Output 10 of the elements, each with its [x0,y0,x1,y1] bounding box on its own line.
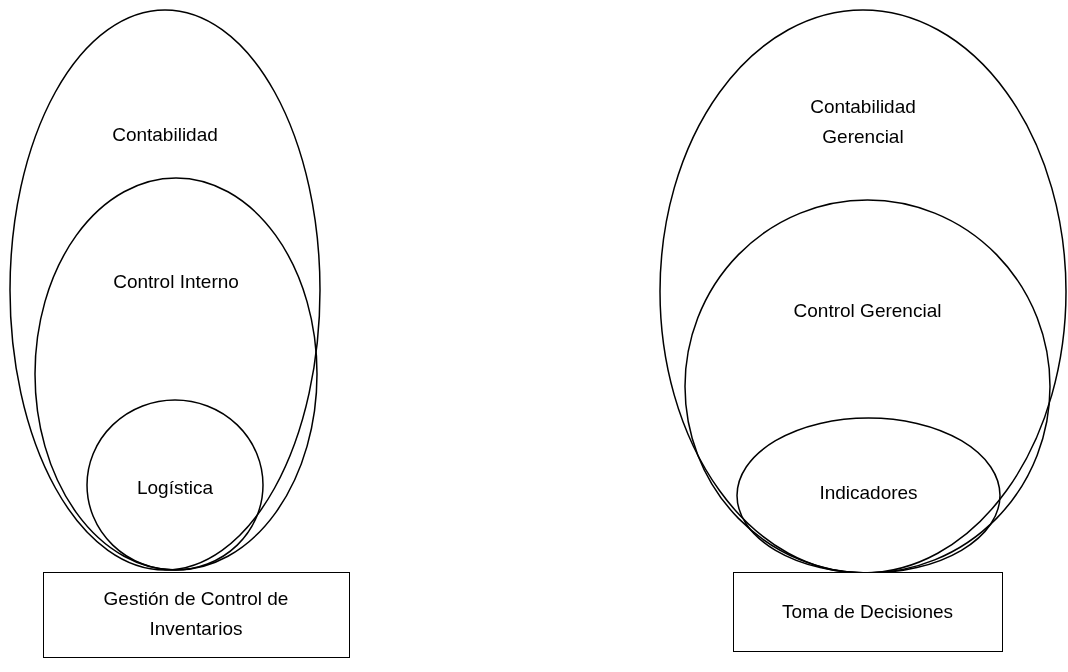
text-box [43,572,350,658]
ellipse-label: Control Gerencial [792,299,943,323]
ellipse-label: Logística [135,476,214,500]
text-box [733,572,1003,652]
box-label: Gestión de Control de Inventarios [102,586,290,641]
ellipse-label: Indicadores [818,481,919,505]
ellipse-label: Contabilidad Gerencial [809,95,917,149]
box-label: Toma de Decisiones [780,599,955,624]
ellipse-label: Control Interno [112,270,240,294]
ellipse-label: Contabilidad [111,123,219,147]
